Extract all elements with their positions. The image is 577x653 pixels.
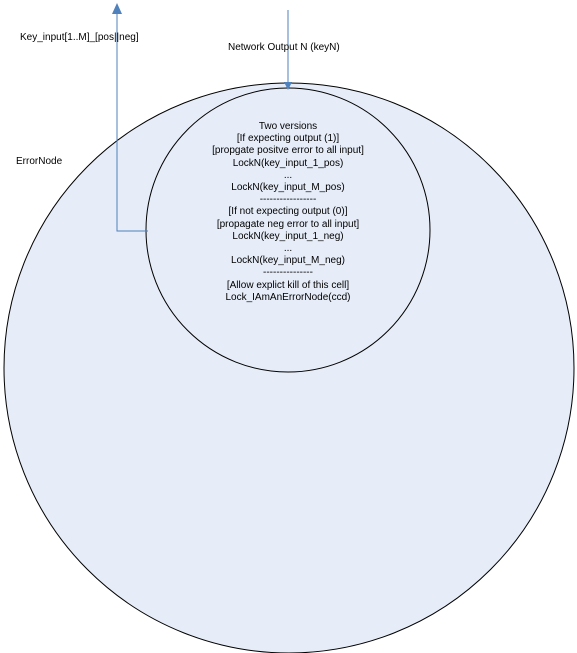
inner-line: Two versions	[258, 121, 318, 132]
key-input-connector	[116, 12, 148, 232]
key-input-arrowhead	[112, 3, 122, 14]
inner-cell-text: Two versions [If expecting output (1)] […	[185, 121, 391, 304]
inner-line: ...	[283, 169, 293, 181]
inner-line: [propagate neg error to all input]	[216, 218, 360, 230]
key-input-label: Key_input[1..M]_[pos||neg]	[20, 32, 139, 43]
inner-line: [If not expecting output (0)]	[228, 206, 348, 218]
inner-line: [propgate positve error to all input]	[212, 145, 364, 157]
inner-line: LockN(key_input_M_neg)	[231, 255, 345, 267]
inner-line: LockN(key_input_1_neg)	[232, 230, 344, 242]
inner-line: LockN(key_input_1_pos)	[232, 157, 344, 169]
inner-line: [Allow explict kill of this cell]	[226, 279, 350, 291]
inner-line: ---------------	[263, 267, 313, 279]
inner-line: [If expecting output (1)]	[236, 133, 340, 145]
inner-line: Lock_IAmAnErrorNode(ccd)	[225, 291, 351, 303]
inner-line: -----------------	[259, 194, 317, 206]
inner-line: LockN(key_input_M_pos)	[231, 182, 345, 194]
network-output-label: Network Output N (keyN)	[228, 42, 340, 53]
error-node-label: ErrorNode	[16, 156, 63, 167]
inner-line: ...	[283, 243, 293, 255]
